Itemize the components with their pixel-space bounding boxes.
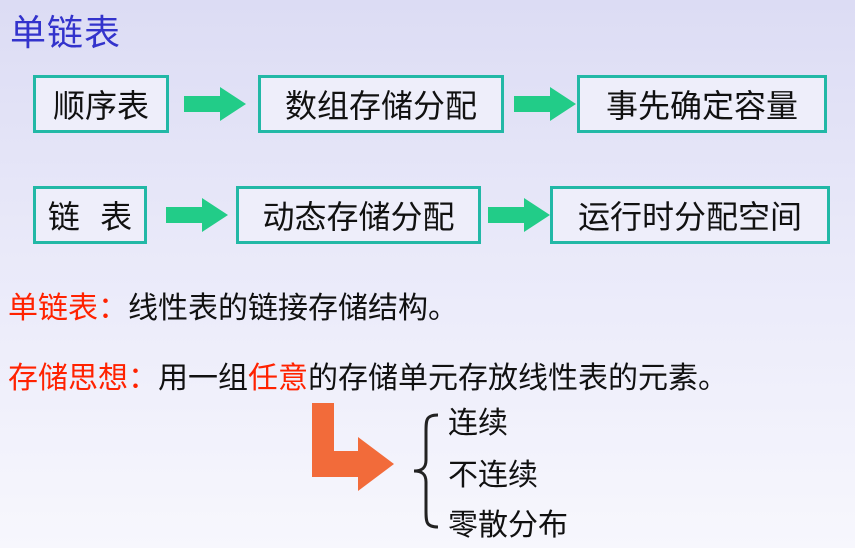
storage-idea-label: 存储思想： [8, 361, 158, 396]
box-linked-list: 链 表 [33, 186, 147, 244]
box-predetermined-capacity: 事先确定容量 [577, 75, 827, 133]
box-sequential-list: 顺序表 [33, 75, 169, 133]
box-array-allocation: 数组存储分配 [258, 75, 504, 133]
right-arrow-icon [184, 87, 246, 121]
box-runtime-allocation: 运行时分配空间 [550, 186, 830, 244]
storage-idea-highlight: 任意 [248, 361, 308, 396]
right-arrow-icon [166, 198, 228, 232]
right-arrow-icon [488, 198, 550, 232]
definition-line: 单链表：线性表的链接存储结构。 [8, 283, 458, 327]
storage-idea-text-after: 的存储单元存放线性表的元素。 [308, 361, 728, 396]
bent-arrow-icon [312, 403, 394, 491]
storage-idea-text-before: 用一组 [158, 361, 248, 396]
box-dynamic-allocation: 动态存储分配 [236, 186, 481, 244]
right-arrow-icon [514, 87, 576, 121]
option-scattered: 零散分布 [448, 508, 568, 543]
definition-label: 单链表： [8, 291, 128, 326]
option-discontinuous: 不连续 [448, 458, 538, 493]
option-continuous: 连续 [448, 406, 508, 441]
slide-title: 单链表 [10, 13, 122, 54]
definition-text: 线性表的链接存储结构。 [128, 291, 458, 326]
curly-brace-icon [413, 413, 439, 529]
storage-idea-line: 存储思想：用一组任意的存储单元存放线性表的元素。 [8, 353, 728, 397]
